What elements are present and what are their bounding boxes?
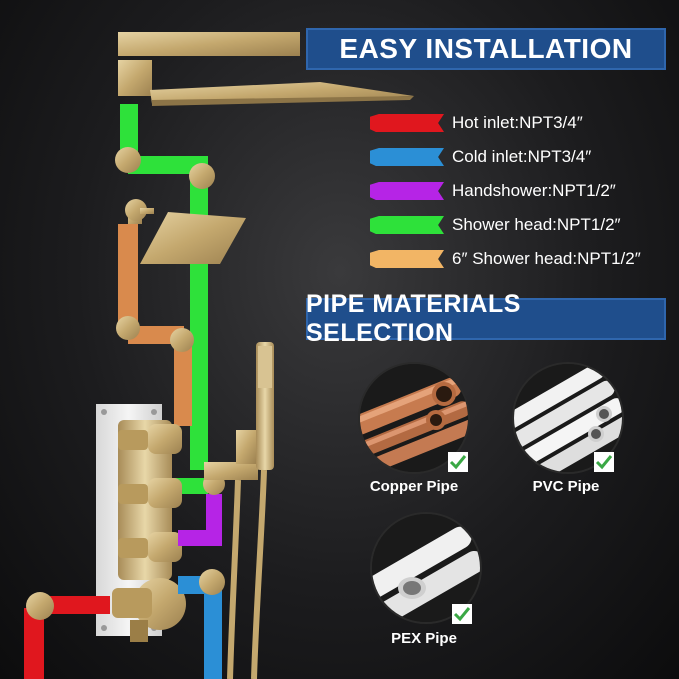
small-shower-head [140, 212, 246, 264]
ceiling-arm [118, 32, 300, 56]
copper-pipe-label: Copper Pipe [369, 478, 459, 495]
legend-label: Handshower:NPT1/2″ [452, 181, 616, 200]
ceiling-arm-bracket [118, 60, 152, 96]
pex-check-icon [452, 604, 472, 624]
pex-pipe-label: PEX Pipe [391, 630, 457, 647]
pipe-legend: Hot inlet:NPT3/4″ Cold inlet:NPT3/4″ Han… [370, 106, 670, 276]
hot-inlet-swatch [370, 114, 444, 132]
handshower-hose [227, 479, 241, 679]
legend-label: Shower head:NPT1/2″ [452, 215, 621, 234]
six-inch-shower-head-swatch [370, 250, 444, 268]
legend-label: 6″ Shower head:NPT1/2″ [452, 249, 641, 268]
copper-check-icon [448, 452, 468, 472]
rain-shower-head [150, 82, 414, 104]
hot-inlet-pipe [36, 596, 110, 614]
legend-item: Hot inlet:NPT3/4″ [370, 106, 670, 140]
easy-installation-banner: EASY INSTALLATION [306, 28, 666, 70]
shower-head-pipe [120, 104, 138, 156]
pvc-pipe-label: PVC Pipe [532, 478, 600, 495]
legend-item: Handshower:NPT1/2″ [370, 174, 670, 208]
shower-head-swatch [370, 216, 444, 234]
handshower-pipe [206, 494, 222, 534]
pvc-check-icon [594, 452, 614, 472]
diverter-handle-2 [118, 478, 182, 508]
diverter-handle-1 [118, 424, 182, 454]
pipe-materials-banner: PIPE MATERIALS SELECTION [306, 290, 666, 347]
cold-inlet-swatch [370, 148, 444, 166]
copper-pipe-image [358, 362, 470, 474]
six-inch-head-pipe [118, 224, 138, 328]
legend-item: 6″ Shower head:NPT1/2″ [370, 242, 670, 276]
legend-item: Shower head:NPT1/2″ [370, 208, 670, 242]
legend-label: Hot inlet:NPT3/4″ [452, 113, 583, 132]
pex-pipe-image [370, 512, 482, 624]
legend-item: Cold inlet:NPT3/4″ [370, 140, 670, 174]
handshower-swatch [370, 182, 444, 200]
thermostatic-handle [112, 578, 186, 630]
legend-label: Cold inlet:NPT3/4″ [452, 147, 592, 166]
diverter-handle-3 [118, 532, 182, 562]
